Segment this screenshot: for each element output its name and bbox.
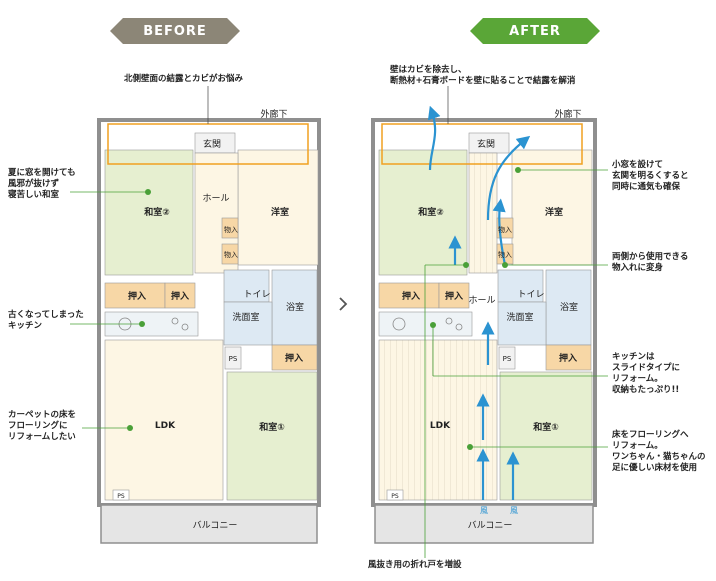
before-monoire2-label: 物入 — [224, 250, 238, 259]
before-carpet-note: カーペットの床をフローリングにリフォームしたい — [8, 410, 77, 442]
after-oshiire2-label: 押入 — [445, 290, 463, 302]
after-storage-note: 両側から使用できる物入れに変身 — [612, 252, 689, 273]
after-washitsu1-label: 和室① — [532, 421, 559, 433]
after-wall-note: 壁はカビを除去し、断熱材+石膏ボードを壁に貼ることで結露を解消 — [390, 65, 576, 86]
after-toilet-label: トイレ — [517, 290, 544, 300]
before-oshiire2-label: 押入 — [171, 290, 189, 302]
before-youshitsu-label: 洋室 — [271, 206, 289, 218]
after-floor-note: 床をフローリングへリフォーム。ワンちゃん・猫ちゃんの足に優しい床材を使用 — [612, 430, 706, 473]
after-washitsu2-label: 和室② — [417, 206, 444, 218]
before-toilet-label: トイレ — [243, 290, 270, 300]
before-ldk-label: LDK — [155, 421, 176, 431]
wind-arrows — [427, 105, 531, 500]
before-washitsu2-label: 和室② — [143, 206, 170, 218]
after-label: AFTER — [509, 23, 561, 39]
arrow-next-icon — [338, 296, 348, 311]
after-banner: AFTER — [470, 18, 600, 44]
before-kitchen-note: 古くなってしまったキッチン — [8, 310, 84, 331]
before-genkan-label: 玄関 — [203, 138, 221, 150]
before-banner: BEFORE — [110, 18, 240, 44]
after-oshiire3-label: 押入 — [559, 352, 577, 364]
before-bath-label: 浴室 — [286, 301, 304, 313]
after-genkan-label: 玄関 — [477, 138, 495, 150]
before-oshiire3-label: 押入 — [285, 352, 303, 364]
after-window-note: 小窓を設けて玄関を明るくすると同時に通気も確保 — [612, 160, 689, 192]
after-senmen-label: 洗面室 — [506, 311, 533, 323]
after-balcony — [374, 504, 594, 544]
before-ldk-room — [104, 339, 224, 501]
after-kaze2-label: 風 — [510, 506, 518, 515]
after-kitchen-note: キッチンはスライドタイプにリフォーム。収納もたっぷり!! — [612, 352, 681, 395]
after-balcony-label: バルコニー — [468, 520, 513, 531]
before-hall-label: ホール — [202, 193, 229, 204]
before-youshitsu-room — [237, 149, 319, 266]
before-washitsu1-label: 和室① — [258, 421, 285, 433]
before-ps1-label: PS — [229, 355, 238, 363]
before-plan — [70, 86, 321, 544]
after-ps1-label: PS — [503, 355, 512, 363]
after-door-note: 風抜き用の折れ戸を増設 — [368, 560, 462, 570]
before-balcony-label: バルコニー — [193, 520, 238, 531]
before-washitsu1-room — [226, 371, 318, 501]
after-ldk-flooring — [378, 339, 498, 501]
before-senmen-label: 洗面室 — [232, 311, 259, 323]
before-monoire1-label: 物入 — [224, 225, 238, 234]
after-monoire2-label: 物入 — [498, 250, 512, 259]
before-label: BEFORE — [143, 23, 207, 39]
after-youshitsu-label: 洋室 — [545, 206, 563, 218]
after-sotoroka-label: 外廊下 — [554, 108, 581, 120]
before-north-wall-note: 北側壁面の結露とカビがお悩み — [124, 74, 244, 84]
before-washitsu2-room — [104, 149, 194, 276]
after-ldk-label: LDK — [430, 421, 451, 431]
before-ps2-label: PS — [117, 493, 125, 500]
after-monoire1-label: 物入 — [498, 225, 512, 234]
before-washitsu-note: 夏に窓を開けても風邪が抜けず寝苦しい和室 — [8, 168, 76, 200]
after-kaze1-label: 風 — [480, 506, 488, 515]
after-ps2-label: PS — [391, 493, 399, 500]
before-sotoroka-label: 外廊下 — [260, 108, 287, 120]
before-oshiire1-label: 押入 — [128, 290, 146, 302]
after-hall-label: ホール — [468, 295, 495, 306]
before-balcony — [100, 504, 318, 544]
after-bath-label: 浴室 — [560, 301, 578, 313]
after-plan — [371, 86, 608, 558]
after-oshiire1-label: 押入 — [402, 290, 420, 302]
